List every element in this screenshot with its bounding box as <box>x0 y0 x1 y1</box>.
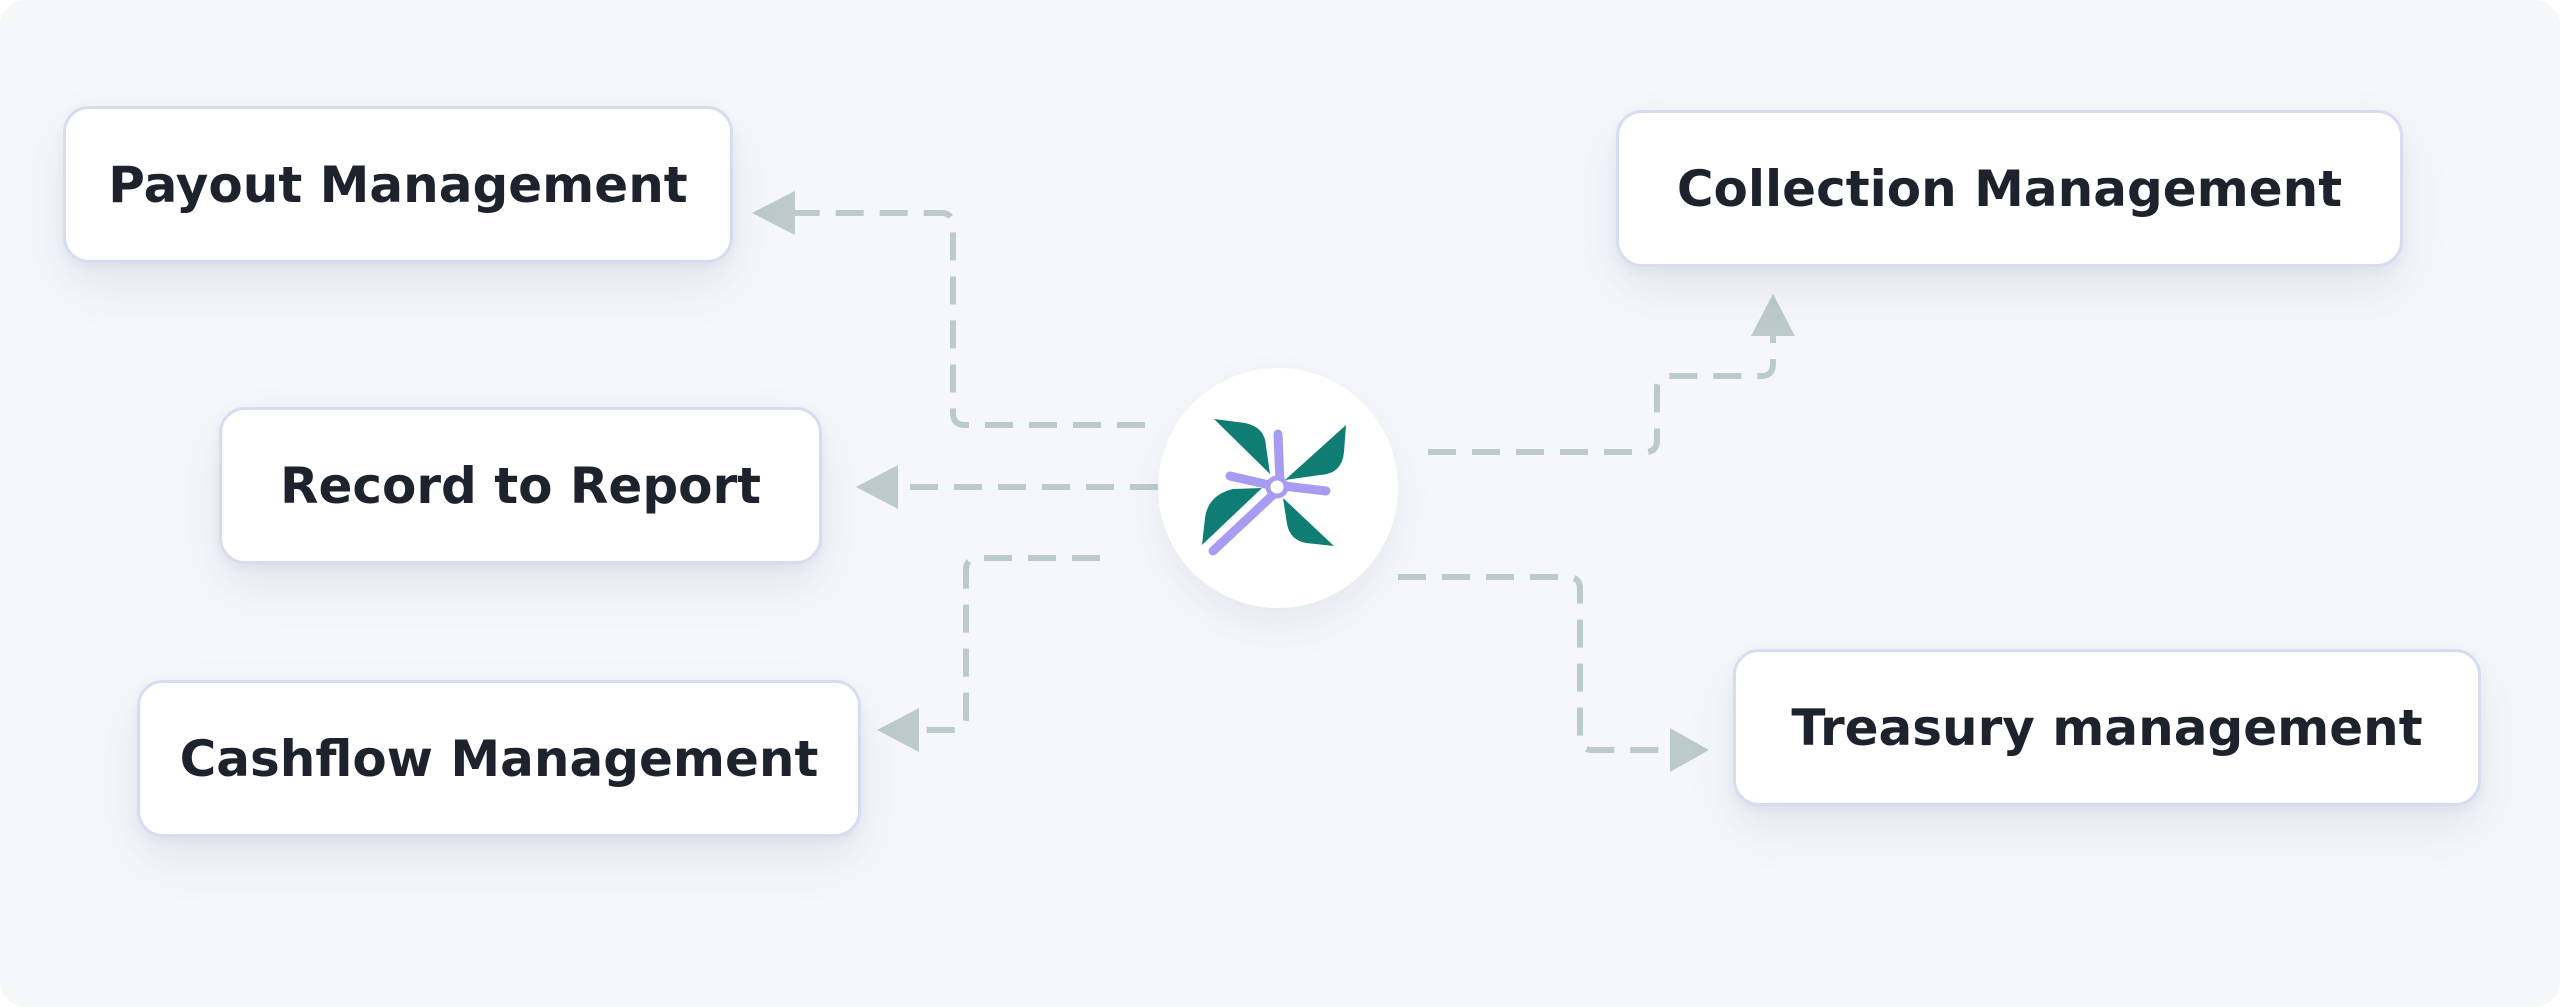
arrowhead-treasury <box>1670 728 1709 772</box>
node-label: Record to Report <box>279 456 762 515</box>
node-label: Collection Management <box>1676 159 2343 218</box>
arrowhead-record <box>856 465 898 509</box>
arrowhead-cashflow <box>877 708 919 752</box>
connector-collection <box>1428 335 1776 455</box>
pinwheel-icon <box>1202 419 1346 556</box>
arrowhead-payout <box>752 191 795 235</box>
connector-cashflow <box>917 555 1100 733</box>
node-record-to-report: Record to Report <box>219 407 822 564</box>
connector-treasury <box>1398 574 1675 753</box>
node-treasury-management: Treasury management <box>1733 649 2481 806</box>
node-collection-management: Collection Management <box>1616 110 2403 267</box>
node-label: Treasury management <box>1791 698 2423 757</box>
node-label: Payout Management <box>108 155 688 214</box>
node-payout-management: Payout Management <box>63 106 733 263</box>
hub-circle <box>1158 368 1398 608</box>
connector-payout <box>795 210 1145 428</box>
node-cashflow-management: Cashflow Management <box>137 680 861 837</box>
arrowhead-collection <box>1751 294 1795 336</box>
node-label: Cashflow Management <box>179 729 819 788</box>
